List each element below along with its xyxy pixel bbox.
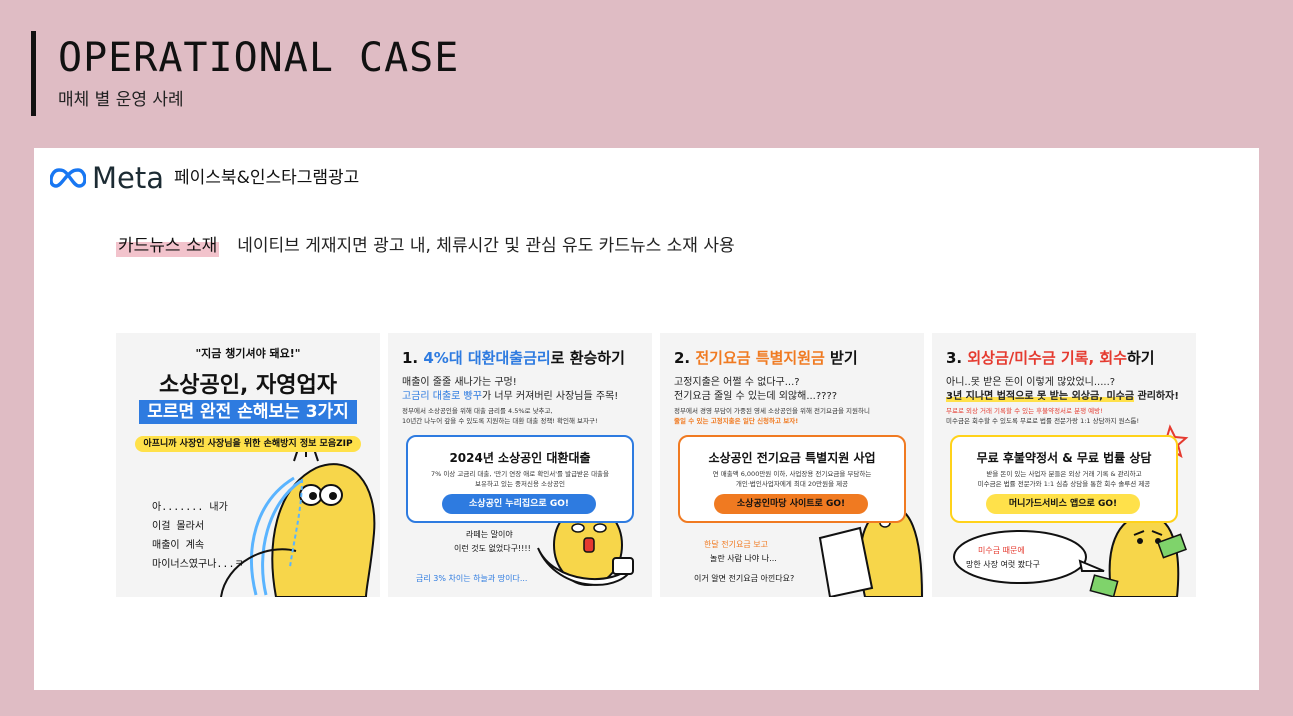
card2-small2: 10년간 나누어 갚을 수 있도록 지원하는 대환 대출 정책! 확인해 보자구… bbox=[402, 417, 598, 425]
card3-box-desc1: 연 매출액 6,000만원 이하, 사업장용 전기요금을 부담하는 bbox=[712, 470, 872, 478]
description-tag: 카드뉴스 소재 bbox=[116, 230, 220, 257]
meta-logo-text: Meta bbox=[92, 161, 165, 195]
card2-hand1: 라떼는 말이야 bbox=[466, 530, 513, 539]
meta-infinity-icon bbox=[50, 168, 86, 188]
card4-small1: 무료로 외상 거래 기록할 수 있는 후불약정서로 분쟁 예방! bbox=[946, 407, 1103, 415]
card2-box-desc2: 보유하고 있는 중저신용 소상공인 bbox=[475, 480, 565, 488]
card3-small2: 줄일 수 있는 고정지출은 일단 신청하고 보자! bbox=[674, 417, 799, 425]
card4-small2: 미수금은 회수할 수 있도록 무료로 법률 전문가랑 1:1 상담까지 원스톱! bbox=[946, 417, 1140, 425]
card-news-3[interactable]: 2. 전기요금 특별지원금 받기 고정지출은 어쩔 수 없다구...? 전기요금… bbox=[660, 333, 924, 597]
card4-box-title: 무료 후불약정서 & 무료 법률 상담 bbox=[976, 451, 1152, 465]
card-news-2[interactable]: 1. 4%대 대환대출금리로 환승하기 매출이 줄줄 새나가는 구멍! 고금리 … bbox=[388, 333, 652, 597]
character-illustration bbox=[220, 445, 376, 597]
card3-small1: 정부에서 경영 부담이 가중된 영세 소상공인을 위해 전기요금을 지원하니 bbox=[674, 407, 870, 415]
card4-line1: 아니..못 받은 돈이 이렇게 많았었니.....? bbox=[946, 377, 1116, 388]
page-title: OPERATIONAL CASE bbox=[58, 35, 460, 81]
card2-box-desc1: 7% 이상 고금리 대출, '만기 연장 애로 확인서'를 발급받은 대출을 bbox=[430, 470, 610, 478]
card2-hand3: 금리 3% 차이는 하늘과 땅이다... bbox=[416, 574, 528, 583]
card2-small1: 정부에서 소상공인을 위해 대출 금리를 4.5%로 낮추고, bbox=[402, 407, 553, 415]
character-illustration bbox=[953, 424, 1189, 597]
card1-quote: "지금 챙기셔야 돼요!" bbox=[195, 347, 301, 360]
card3-line1: 고정지출은 어쩔 수 없다구...? bbox=[674, 377, 800, 388]
character-illustration bbox=[537, 504, 634, 586]
card2-go-button[interactable]: 소상공인 누리집으로 GO! bbox=[442, 494, 596, 514]
card1-handwriting: 아....... 내가 이걸 몰라서 매출이 계속 마이너스였구나...ㅋ bbox=[152, 502, 244, 570]
card-news-1[interactable]: "지금 챙기셔야 돼요!" 소상공인, 자영업자 모르면 완전 손해보는 3가지… bbox=[116, 333, 380, 597]
card4-box-desc2: 미수금은 법률 전문가와 1:1 심층 상담을 통한 회수 솔루션 제공 bbox=[977, 480, 1151, 488]
page-subtitle: 매체 별 운영 사례 bbox=[58, 90, 184, 110]
card1-banner: 아프니까 사장인 사장님을 위한 손해방지 정보 모음ZIP bbox=[116, 431, 380, 452]
content-panel: Meta 페이스북&인스타그램광고 카드뉴스 소재 네이티브 게재지면 광고 내… bbox=[34, 148, 1259, 690]
meta-logo: Meta 페이스북&인스타그램광고 bbox=[50, 162, 359, 194]
card3-hand1: 한달 전기요금 보고 bbox=[704, 540, 768, 549]
header-accent-bar bbox=[31, 31, 36, 116]
description-row: 카드뉴스 소재 네이티브 게재지면 광고 내, 체류시간 및 관심 유도 카드뉴… bbox=[116, 230, 735, 257]
card4-bubble2: 망한 사장 여럿 봤다구 bbox=[966, 560, 1040, 569]
card2-box-title: 2024년 소상공인 대환대출 bbox=[449, 451, 591, 465]
description-text: 네이티브 게재지면 광고 내, 체류시간 및 관심 유도 카드뉴스 소재 사용 bbox=[237, 236, 735, 256]
card1-headline: 소상공인, 자영업자 bbox=[159, 373, 337, 398]
card4-title: 3. 외상금/미수금 기록, 회수하기 bbox=[946, 349, 1155, 367]
card3-box-desc2: 개인·법인사업자에게 최대 20만원을 제공 bbox=[735, 480, 849, 488]
card4-bubble1: 미수금 때문에 bbox=[978, 546, 1025, 555]
card4-go-button[interactable]: 머니가드서비스 앱으로 GO! bbox=[986, 494, 1140, 514]
card3-hand3: 이거 알면 전기요금 아낀다요? bbox=[694, 574, 795, 583]
card2-title: 1. 4%대 대환대출금리로 환승하기 bbox=[402, 349, 625, 367]
card3-title: 2. 전기요금 특별지원금 받기 bbox=[674, 349, 858, 367]
meta-caption: 페이스북&인스타그램광고 bbox=[174, 168, 360, 188]
card3-box-title: 소상공인 전기요금 특별지원 사업 bbox=[708, 451, 876, 465]
card1-headline-2: 모르면 완전 손해보는 3가지 bbox=[116, 397, 380, 424]
card3-hand2: 놀란 사람 나야 나... bbox=[710, 554, 777, 563]
card3-go-button[interactable]: 소상공인마당 사이트로 GO! bbox=[714, 494, 868, 514]
card-news-4[interactable]: 3. 외상금/미수금 기록, 회수하기 아니..못 받은 돈이 이렇게 많았었니… bbox=[932, 333, 1196, 597]
card4-box-desc1: 받을 돈이 있는 사업자 분들은 외상 거래 기록 & 관리하고 bbox=[986, 470, 1142, 478]
card2-line1: 매출이 줄줄 새나가는 구멍! bbox=[402, 377, 517, 388]
character-illustration bbox=[818, 480, 924, 597]
card2-hand2: 이런 것도 없었다구!!!! bbox=[454, 544, 531, 553]
card2-line2: 고금리 대출로 빵꾸가 너무 커져버린 사장님들 주목! bbox=[402, 391, 619, 402]
card3-line2: 전기요금 줄일 수 있는데 외않해...???? bbox=[674, 391, 838, 402]
card4-line2: 3년 지나면 법적으로 못 받는 외상금, 미수금 관리하자! bbox=[946, 391, 1179, 402]
